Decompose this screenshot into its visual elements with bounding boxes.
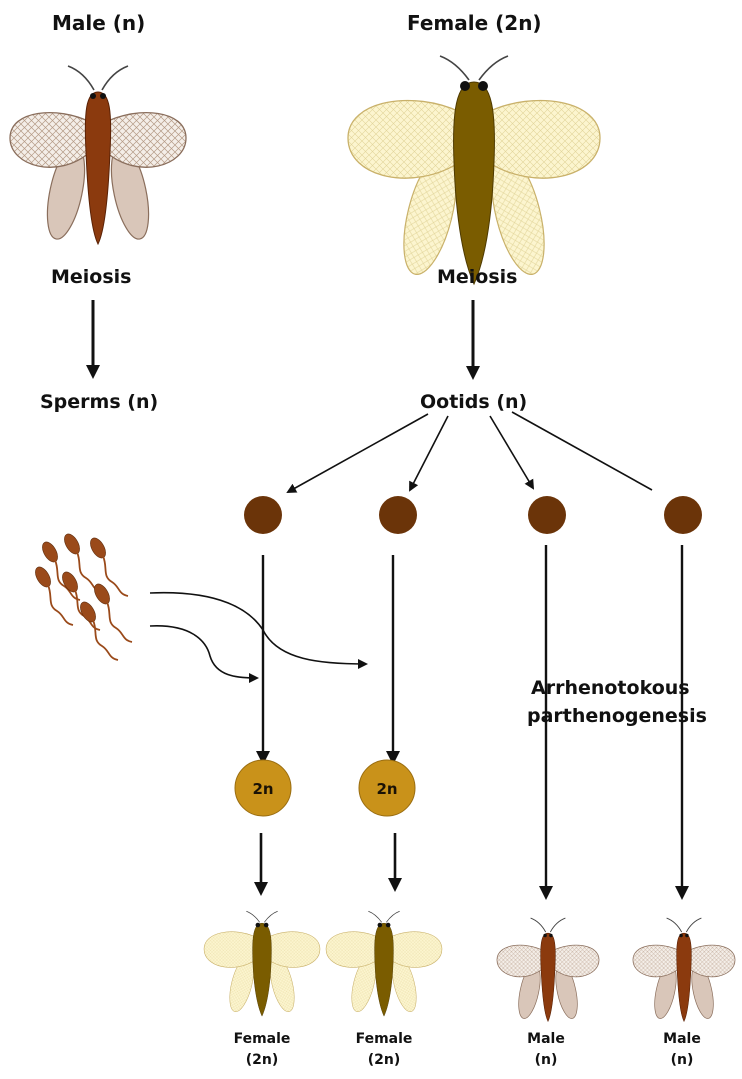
fertilization-arrow-2 [150, 593, 366, 664]
offspring-4-ploidy: (n) [671, 1052, 694, 1068]
zygote-label-2: 2n [376, 780, 397, 798]
ootid-cell-icon [664, 496, 702, 534]
ootid-cell-icon [244, 496, 282, 534]
male-parent-label: Male (n) [52, 11, 145, 35]
offspring-4-label: Male [663, 1031, 701, 1047]
zygote-label-1: 2n [252, 780, 273, 798]
male-insect-icon [10, 66, 186, 244]
ootids-label: Ootids (n) [420, 391, 527, 413]
offspring-2-ploidy: (2n) [368, 1052, 401, 1068]
ootid-arrow-2 [410, 416, 448, 490]
process-label-line1: Arrhenotokous [531, 677, 690, 699]
sperm-cluster-icon [32, 531, 132, 660]
female-offspring-icon [326, 911, 442, 1016]
female-parent-label: Female (2n) [407, 11, 542, 35]
offspring-2-label: Female [356, 1031, 413, 1047]
offspring-3-label: Male [527, 1031, 565, 1047]
ootid-arrow-3 [490, 416, 533, 488]
fertilization-arrow-1 [150, 626, 257, 678]
female-insect-icon [348, 56, 600, 284]
process-label-line2: parthenogenesis [527, 705, 707, 727]
male-offspring-icon [497, 918, 599, 1021]
ootid-line-4 [512, 412, 652, 490]
female-offspring-icon [204, 911, 320, 1016]
ootid-arrow-1 [288, 414, 428, 492]
offspring-1-ploidy: (2n) [246, 1052, 279, 1068]
offspring-3-ploidy: (n) [535, 1052, 558, 1068]
ootid-cell-icon [528, 496, 566, 534]
ootid-cell-icon [379, 496, 417, 534]
female-meiosis-label: Meiosis [437, 266, 518, 288]
male-meiosis-label: Meiosis [51, 266, 132, 288]
male-offspring-icon [633, 918, 735, 1021]
offspring-1-label: Female [234, 1031, 291, 1047]
sperms-label: Sperms (n) [40, 391, 158, 413]
